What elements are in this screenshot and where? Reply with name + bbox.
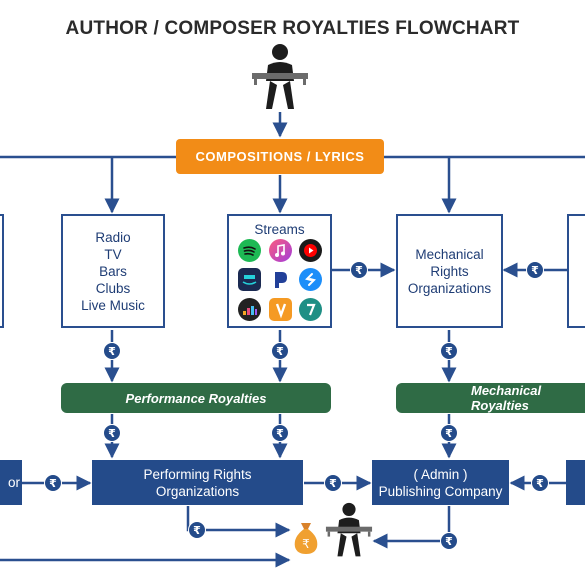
amazon-music-icon (238, 268, 261, 291)
composer-at-keyboard-icon-bottom (325, 502, 373, 557)
rupee-icon: ₹ (350, 261, 368, 279)
streams-box: Streams (227, 214, 332, 328)
compositions-lyrics-box: COMPOSITIONS / LYRICS (176, 139, 384, 174)
rupee-icon: ₹ (103, 342, 121, 360)
shazam-icon (299, 268, 322, 291)
rupee-icon: ₹ (103, 424, 121, 442)
broadcast-venues-box: Radio TV Bars Clubs Live Music (61, 214, 165, 328)
performing-rights-box: Performing Rights Organizations (92, 460, 303, 505)
rupee-icon: ₹ (44, 474, 62, 492)
youtube-music-icon (299, 239, 322, 262)
mechanical-rights-box: Mechanical Rights Organizations (396, 214, 503, 328)
rupee-icon: ₹ (440, 424, 458, 442)
right-cut-org-box (566, 460, 585, 505)
rupee-icon: ₹ (440, 532, 458, 550)
svg-text:₹: ₹ (302, 537, 310, 551)
publishing-company-box: ( Admin ) Publishing Company (372, 460, 509, 505)
spotify-icon (238, 239, 261, 262)
streams-label: Streams (254, 222, 305, 237)
rupee-icon: ₹ (188, 521, 206, 539)
rupee-icon: ₹ (531, 474, 549, 492)
other-stream-icon (299, 298, 322, 321)
left-cut-box (0, 214, 4, 328)
composer-at-keyboard-icon (252, 44, 308, 109)
performance-royalties-bar: Performance Royalties (61, 383, 331, 413)
rupee-icon: ₹ (440, 342, 458, 360)
jiosaavn-icon (269, 298, 292, 321)
right-cut-box (567, 214, 585, 328)
mechanical-royalties-bar: Mechanical Royalties (396, 383, 585, 413)
rupee-icon: ₹ (271, 424, 289, 442)
left-cut-org-box: or (0, 460, 22, 505)
page-title: AUTHOR / COMPOSER ROYALTIES FLOWCHART (65, 18, 520, 39)
rupee-icon: ₹ (526, 261, 544, 279)
rupee-icon: ₹ (324, 474, 342, 492)
money-bag-icon: ₹ (294, 523, 318, 554)
pandora-icon (269, 268, 292, 291)
apple-music-icon (269, 239, 292, 262)
deezer-icon (238, 298, 261, 321)
rupee-icon: ₹ (271, 342, 289, 360)
